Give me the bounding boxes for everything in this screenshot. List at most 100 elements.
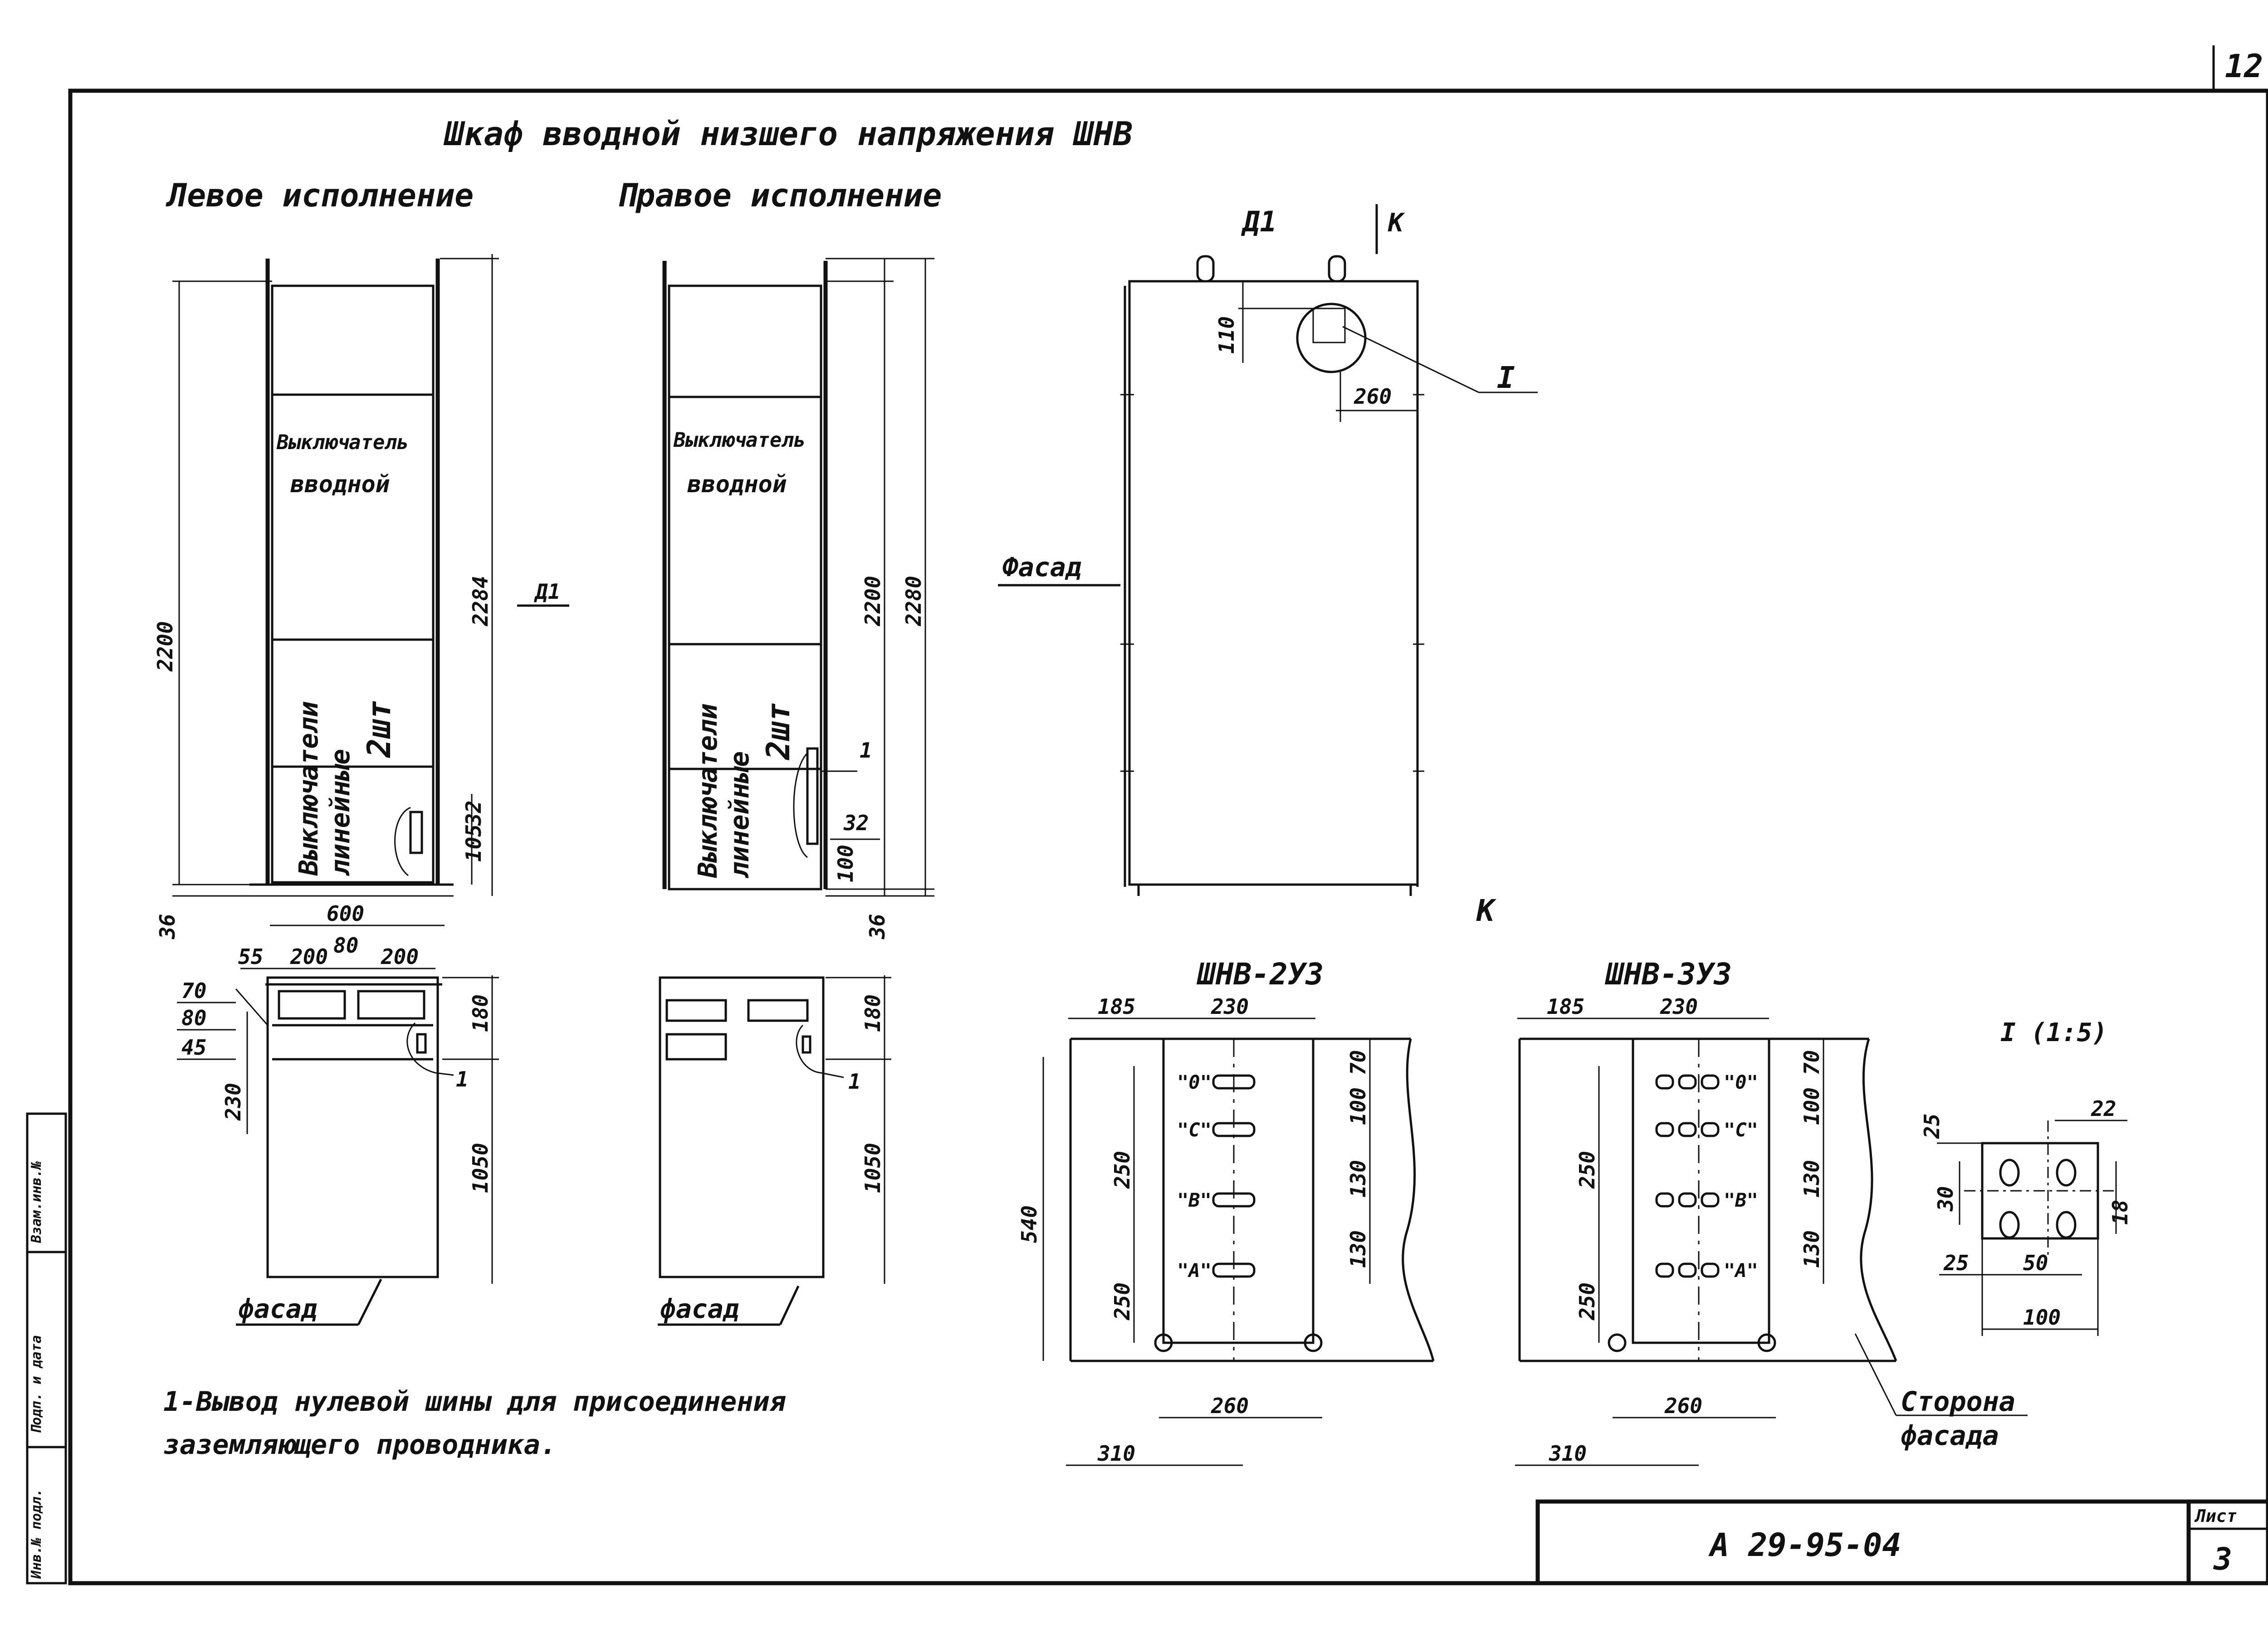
right-variant-elevation: Правое исполнение Выключатель вводной Вы… <box>617 177 942 939</box>
shnv2-phase-label: "С" <box>1177 1119 1212 1141</box>
shnv3-dim-100: 100 <box>1799 1087 1824 1125</box>
shnv2-phase-label: "А" <box>1177 1259 1212 1282</box>
plan-left-dim-200a: 200 <box>290 944 328 969</box>
shnv3-busbar-slot <box>1655 1192 1674 1208</box>
side-margin-stamp: Инв.№ подл. Подп. и дата Взам.инв.№ <box>26 1112 67 1585</box>
shnv2-busbar-slot <box>1212 1122 1256 1137</box>
right-dim-32: 32 <box>843 811 869 835</box>
right-switch-main-2: вводной <box>687 471 787 498</box>
plan-right-facade: фасад <box>660 1293 739 1324</box>
shnv3-phase-label: "А" <box>1724 1259 1758 1282</box>
shnv3-busbar-slot <box>1701 1192 1720 1208</box>
side-dim-260: 260 <box>1354 384 1392 409</box>
plan-right: 180 1050 1 фасад <box>658 975 891 1326</box>
left-dim-32: 32 <box>461 801 486 826</box>
shnv2-dim-540: 540 <box>1017 1205 1041 1243</box>
plan-left-facade: фасад <box>238 1293 318 1324</box>
plan-left-mark-1: 1 <box>456 1067 469 1091</box>
drawing-title: Шкаф вводной низшего напряжения ШНВ <box>443 115 1133 153</box>
plan-left: 55 200 80 200 70 80 45 230 180 1050 1 фа… <box>177 933 499 1326</box>
plan-left-dim-55: 55 <box>238 944 263 969</box>
page-number: 12 <box>2212 45 2263 91</box>
plan-left-dim-45: 45 <box>181 1035 206 1060</box>
shnv3-phase-label: "В" <box>1724 1189 1758 1211</box>
shnv2-dim-130b: 130 <box>1346 1230 1370 1268</box>
detail-dim-22: 22 <box>2091 1096 2116 1121</box>
shnv2-phase-label: "В" <box>1177 1189 1212 1211</box>
shnv2-bars: "0" "С" "В" "А" <box>1177 1071 1256 1282</box>
side-detail-ref-I: I <box>1497 360 1515 395</box>
right-switch-main-1: Выключатель <box>673 429 806 452</box>
side-dim-110: 110 <box>1214 316 1239 354</box>
shnv3-busbar-slot <box>1701 1262 1720 1278</box>
right-dim-2280: 2280 <box>901 576 926 626</box>
shnv3-dim-230: 230 <box>1660 994 1698 1019</box>
view-k-label: К <box>1476 893 1497 928</box>
note-line-2: заземляющего проводника. <box>163 1429 557 1461</box>
shnv3-busbar-slot <box>1655 1122 1674 1137</box>
stamp-code: А 29-95-04 <box>1708 1526 1901 1564</box>
plan-left-dim-180: 180 <box>468 994 493 1032</box>
shnv3-dim-250b: 250 <box>1575 1282 1599 1321</box>
right-switch-lines-1: Выключатели <box>692 704 723 878</box>
shnv3-phase-label: "С" <box>1724 1119 1758 1141</box>
shnv-3u3-view: ШНВ-3У3 "0""С""В""А" 185 230 250 250 70 … <box>1515 957 2028 1466</box>
shnv3-busbar-slot <box>1678 1122 1697 1137</box>
right-dim-100: 100 <box>833 845 858 882</box>
shnv2-phase-label: "0" <box>1177 1071 1212 1093</box>
shnv3-busbar-slot <box>1678 1192 1697 1208</box>
shnv3-busbar-slot <box>1701 1074 1720 1090</box>
margin-replace-inv: Взам.инв.№ <box>29 1161 44 1243</box>
title-block: А 29-95-04 Лист 3 <box>1535 1499 2268 1585</box>
detail-I-title: I (1:5) <box>2000 1018 2107 1047</box>
shnv2-dim-250b: 250 <box>1110 1282 1134 1321</box>
plan-left-dim-1050: 1050 <box>468 1143 493 1193</box>
detail-dim-100: 100 <box>2023 1305 2061 1330</box>
shnv3-phase-label: "0" <box>1724 1071 1758 1093</box>
side-facade-label: Фасад <box>1002 552 1082 582</box>
shnv2-dim-260: 260 <box>1211 1394 1249 1418</box>
right-switch-lines-3: 2шт <box>760 703 797 760</box>
detail-dim-25a: 25 <box>1920 1114 1944 1139</box>
shnv2-dim-230: 230 <box>1211 994 1249 1019</box>
plan-right-dim-180: 180 <box>860 994 885 1032</box>
detail-I: I (1:5) 25 22 30 18 25 50 100 <box>1920 1018 2132 1336</box>
plan-left-dim-230: 230 <box>221 1083 245 1121</box>
shnv3-dim-250a: 250 <box>1575 1151 1599 1189</box>
shnv3-busbar-slot <box>1678 1074 1697 1090</box>
detail-dim-18: 18 <box>2108 1200 2132 1225</box>
shnv3-busbar-slot <box>1678 1262 1697 1278</box>
plan-left-dim-200b: 200 <box>381 944 419 969</box>
shnv3-facade-side-2: фасада <box>1901 1420 1999 1452</box>
stamp-sheet-label: Лист <box>2194 1506 2237 1526</box>
left-switch-lines-3: 2шт <box>361 700 398 758</box>
right-variant-heading: Правое исполнение <box>617 177 942 214</box>
right-mark-1: 1 <box>860 738 872 763</box>
right-dim-36: 36 <box>865 914 890 939</box>
detail-dim-30: 30 <box>1933 1186 1958 1212</box>
detail-dim-50: 50 <box>2023 1251 2048 1275</box>
left-ref-d1: Д1 <box>533 579 560 604</box>
shnv2-dim-100: 100 <box>1346 1087 1370 1125</box>
plan-right-mark-1: 1 <box>848 1069 861 1094</box>
svg-text:12: 12 <box>2225 48 2263 85</box>
plan-left-dim-80top: 80 <box>333 933 358 958</box>
shnv3-bars: "0" "С" "В" "А" <box>1655 1071 1758 1282</box>
left-variant-elevation: Левое исполнение Выключатель вводной Вык… <box>153 177 569 939</box>
plan-right-dim-1050: 1050 <box>860 1143 885 1193</box>
left-switch-lines-2: линейные <box>325 749 356 876</box>
plan-left-dim-70: 70 <box>181 978 206 1003</box>
shnv3-busbar-slot <box>1655 1262 1674 1278</box>
note-line-1: 1-Вывод нулевой шины для присоединения <box>163 1386 786 1418</box>
left-dim-105: 105 <box>461 824 486 862</box>
shnv3-dim-310: 310 <box>1549 1441 1587 1466</box>
shnv3-dim-130b: 130 <box>1799 1230 1824 1268</box>
shnv3-busbar-slot <box>1655 1074 1674 1090</box>
shnv2-dim-310: 310 <box>1097 1441 1135 1466</box>
sheet-frame <box>68 88 2268 1585</box>
shnv2-busbar-slot <box>1212 1262 1256 1278</box>
left-variant-heading: Левое исполнение <box>166 177 474 214</box>
left-switch-main-1: Выключатель <box>276 431 409 454</box>
shnv3-dim-185: 185 <box>1547 994 1584 1019</box>
